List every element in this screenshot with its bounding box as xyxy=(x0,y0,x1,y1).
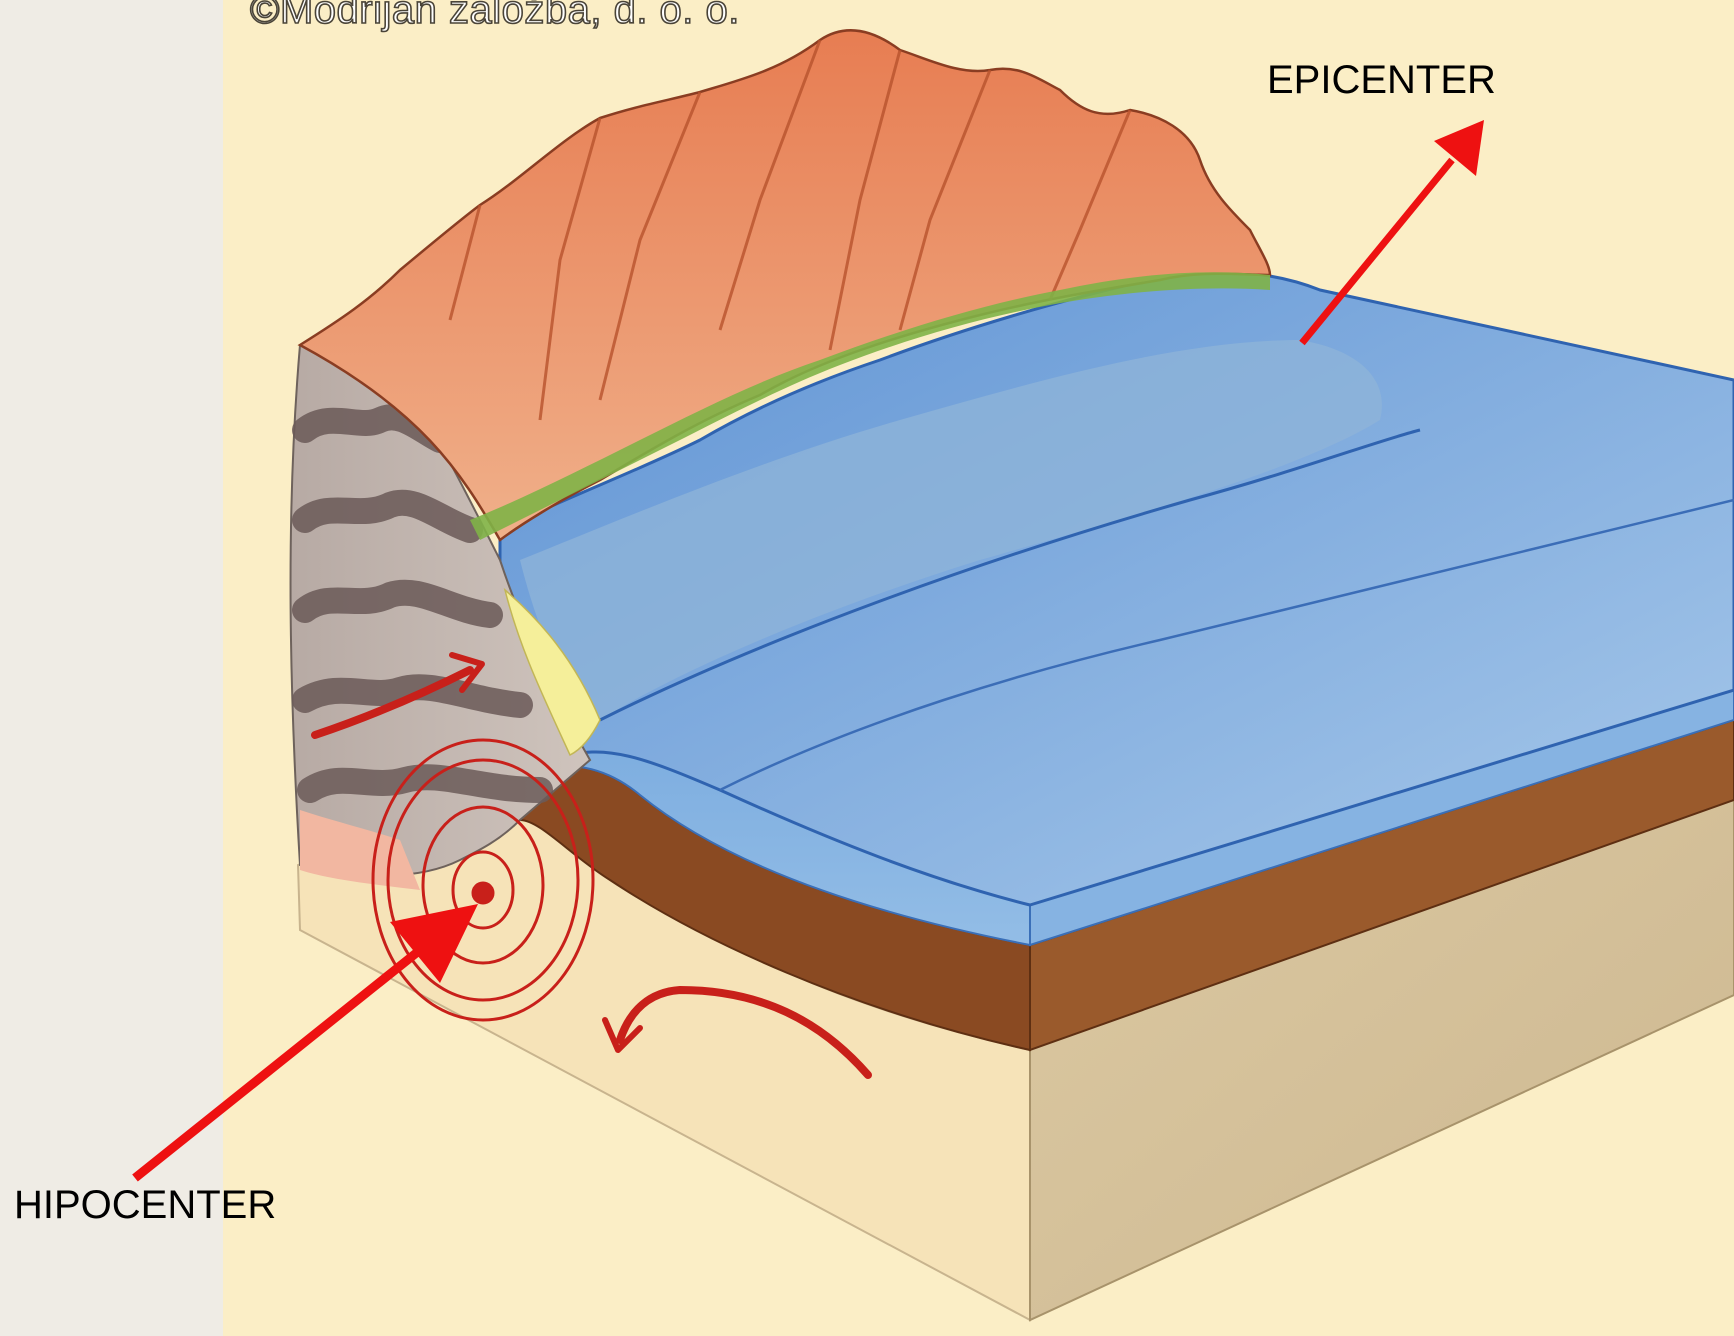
hipocenter-label: HIPOCENTER xyxy=(14,1183,276,1228)
hipocenter-arrow-shaft xyxy=(135,950,420,1178)
epicenter-label: EPICENTER xyxy=(1267,58,1496,103)
copyright-notice: ©Modrijan založba, d. o. o. xyxy=(250,0,740,33)
